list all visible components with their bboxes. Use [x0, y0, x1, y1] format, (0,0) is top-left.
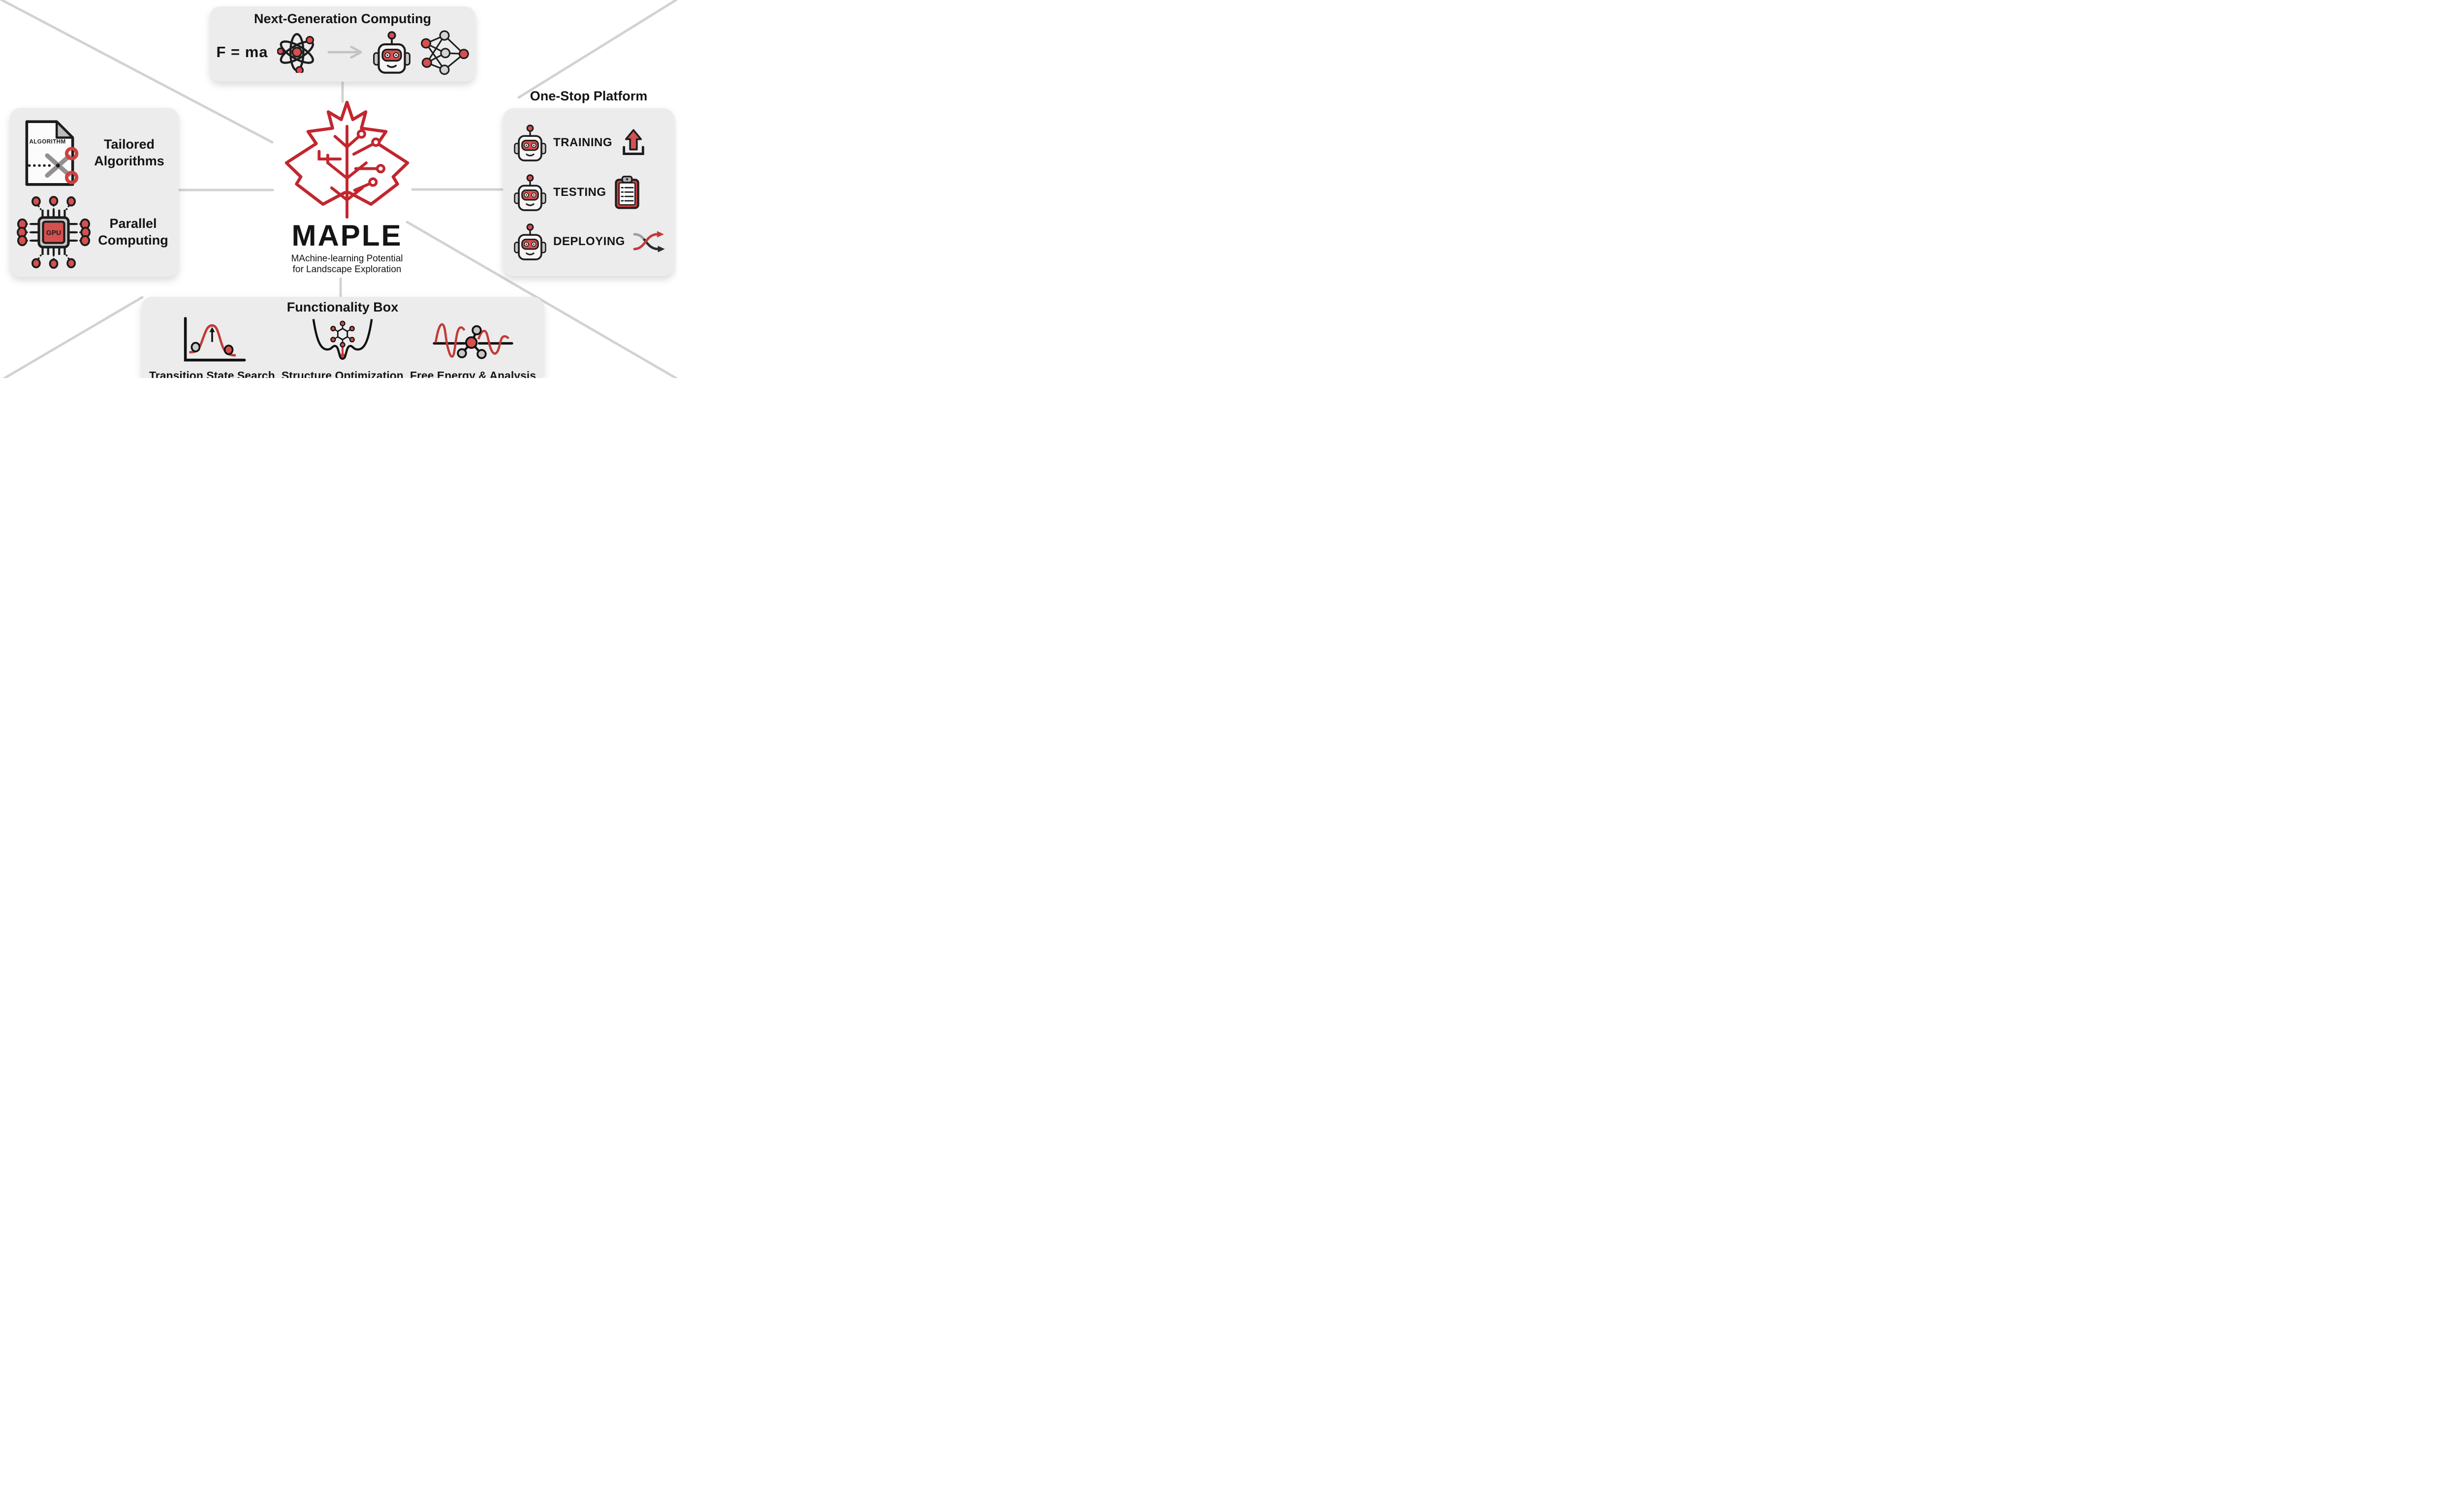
connector-lines	[0, 0, 677, 378]
shuffle-arrows-icon	[633, 231, 665, 252]
chip-label: GPU	[46, 229, 61, 237]
transition-state-chart-icon	[184, 317, 246, 362]
training-label: TRAINING	[553, 136, 612, 150]
double-well-icon	[312, 319, 373, 360]
upload-icon	[623, 129, 644, 156]
maple-leaf-circuit-icon	[284, 101, 410, 219]
testing-label: TESTING	[553, 185, 606, 199]
functionality-box: Functionality Box Transition State Searc…	[141, 297, 544, 378]
top-box-title: Next-Generation Computing	[253, 11, 431, 26]
maple-subtitle-line2: for Landscape Exploration	[292, 264, 402, 275]
maple-title: MAPLE	[291, 219, 403, 252]
robot-icon	[373, 31, 411, 74]
training-row: TRAINING	[514, 124, 674, 162]
algorithm-scissors-icon: ALGORITHM	[25, 120, 79, 186]
physics-formula: F = ma	[216, 43, 268, 61]
deploying-row: DEPLOYING	[514, 223, 674, 260]
transition-state-label: Transition State Search	[149, 369, 275, 378]
tailored-algorithms-row: ALGORITHM Tailored Algorithms	[10, 116, 179, 190]
one-stop-platform-box: TRAINING TESTING	[503, 108, 674, 276]
waveform-molecule-icon	[433, 323, 513, 359]
testing-row: TESTING	[514, 174, 674, 211]
robot-icon	[514, 125, 546, 162]
ray-top-left	[0, 0, 274, 144]
tailored-algorithms-label: Tailored Algorithms	[94, 137, 164, 168]
maple-overview-diagram: Next-Generation Computing F = ma	[0, 0, 677, 378]
atom-icon	[277, 33, 314, 73]
gpu-chip-icon: GPU	[17, 195, 91, 269]
top-box-content: F = ma	[210, 27, 475, 78]
structure-optimization-panel: Structure Optimization	[282, 316, 404, 378]
deploying-label: DEPLOYING	[553, 234, 625, 248]
ray-bottom-right	[406, 220, 677, 378]
robot-icon	[514, 174, 546, 211]
neural-network-icon	[420, 30, 469, 75]
transition-state-panel: Transition State Search	[149, 316, 275, 378]
document-title: ALGORITHM	[29, 139, 65, 145]
free-energy-label: Free Energy & Analysis	[410, 369, 536, 378]
ray-top-right	[517, 0, 677, 99]
functionality-box-title: Functionality Box	[286, 300, 399, 315]
structure-optimization-label: Structure Optimization	[281, 369, 404, 378]
functionality-panels: Transition State Search	[149, 316, 536, 378]
maple-logo: MAPLE MAchine-learning Potential for Lan…	[266, 101, 428, 276]
parallel-computing-label: Parallel Computing	[98, 216, 168, 248]
parallel-computing-row: GPU Parallel Computing	[10, 195, 179, 269]
next-generation-computing-box: Next-Generation Computing F = ma	[210, 6, 475, 82]
maple-subtitle-line1: MAchine-learning Potential	[291, 253, 403, 264]
robot-icon	[514, 223, 546, 260]
algorithms-computing-box: ALGORITHM Tailored Algorithms	[10, 108, 179, 277]
ray-bottom-left	[2, 296, 144, 378]
arrow-right-icon	[327, 45, 362, 59]
free-energy-panel: Free Energy & Analysis	[410, 318, 536, 378]
one-stop-platform-title: One-Stop Platform	[530, 89, 648, 103]
clipboard-checklist-icon	[614, 175, 639, 209]
